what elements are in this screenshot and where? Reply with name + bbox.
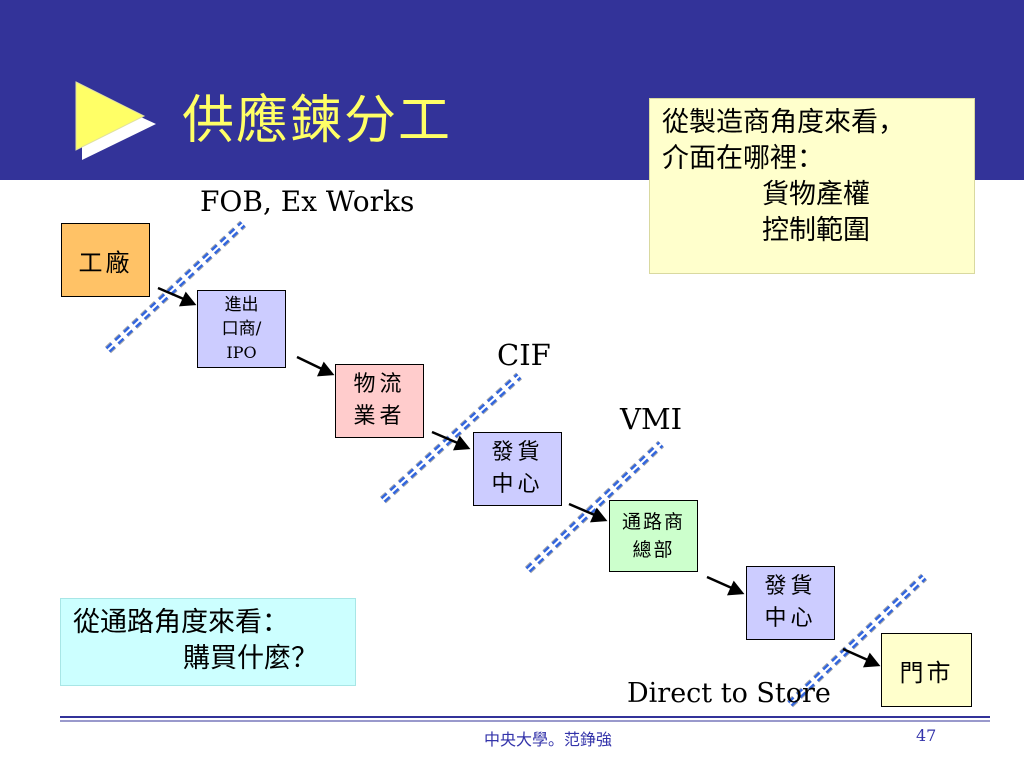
boundary-label-vmi: VMI	[620, 402, 683, 436]
node-channel-hq: 通路商 總部	[609, 500, 698, 572]
node-label: 口商/	[221, 319, 262, 339]
node-label: 通路商	[621, 511, 685, 533]
node-label: 中心	[491, 472, 544, 497]
node-label: IPO	[226, 343, 257, 362]
page-title: 供應鍊分工	[182, 91, 453, 151]
note-line: 從通路角度來看：	[73, 607, 289, 638]
node-label: 進出	[224, 295, 259, 315]
node-label: 發貨	[764, 574, 817, 599]
flow-arrow	[706, 575, 745, 596]
node-label: 發貨	[491, 440, 544, 465]
boundary-label-fob: FOB, Ex Works	[200, 185, 415, 218]
note-line: 控制範圍	[762, 215, 870, 246]
note-line: 貨物產權	[762, 179, 870, 210]
flow-arrow	[842, 647, 881, 668]
manufacturer-view-note: 從製造商角度來看， 介面在哪裡： 貨物產權 控制範圍	[649, 98, 975, 274]
boundary-label-cif: CIF	[497, 338, 551, 372]
boundary-vmi	[524, 440, 665, 574]
boundary-label-direct: Direct to Store	[627, 678, 831, 709]
note-line: 購買什麼？	[183, 643, 318, 674]
node-logistics: 物流 業者	[335, 364, 424, 438]
note-line: 介面在哪裡：	[662, 143, 824, 174]
node-label: 業者	[353, 404, 406, 429]
node-label: 門市	[899, 658, 954, 687]
node-label: 物流	[353, 372, 406, 397]
page-number: 47	[916, 726, 937, 745]
flow-arrow	[157, 286, 197, 307]
note-line: 從製造商角度來看，	[662, 107, 905, 138]
play-bullet-icon	[75, 81, 156, 160]
node-label: 中心	[764, 606, 817, 631]
node-distribution-center: 發貨 中心	[473, 432, 562, 506]
node-label: 工廠	[78, 248, 133, 277]
footer-author: 中央大學。范錚強	[484, 730, 613, 749]
channel-view-note: 從通路角度來看： 購買什麼？	[60, 598, 356, 686]
boundary-cif	[379, 372, 523, 504]
boundary-fob	[104, 220, 247, 354]
flow-arrow	[568, 502, 608, 523]
footer-divider	[60, 716, 990, 722]
boundary-direct	[786, 573, 928, 708]
flow-arrow	[296, 355, 335, 377]
node-factory: 工廠	[61, 223, 150, 297]
node-store: 門市	[881, 633, 972, 707]
node-importer: 進出 口商/ IPO	[197, 290, 286, 368]
node-label: 總部	[632, 539, 675, 561]
node-distribution-center: 發貨 中心	[746, 566, 835, 640]
flow-arrow	[431, 430, 471, 451]
